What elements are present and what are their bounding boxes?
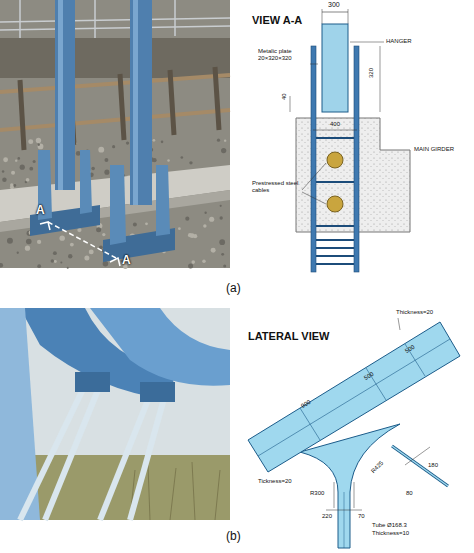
gravel-stone bbox=[188, 263, 193, 268]
dimension-label: 220 bbox=[322, 513, 332, 520]
dimension-label: 320 bbox=[368, 68, 375, 78]
gravel-stone bbox=[54, 260, 57, 263]
gravel-stone bbox=[102, 233, 105, 236]
section-mark: A bbox=[122, 254, 131, 267]
dimension-label: 40 bbox=[281, 93, 288, 100]
gravel-stone bbox=[217, 139, 220, 142]
gravel-stone bbox=[145, 222, 148, 225]
gravel-stone bbox=[161, 141, 164, 144]
gravel-stone bbox=[223, 264, 226, 267]
gravel-stone bbox=[77, 228, 81, 232]
gravel-stone bbox=[11, 171, 15, 175]
dimension-label: Tickness=20 bbox=[258, 478, 292, 485]
section-drawing bbox=[290, 9, 410, 272]
gravel-stone bbox=[224, 139, 226, 141]
gravel-stone bbox=[219, 239, 225, 245]
gravel-stone bbox=[59, 235, 64, 240]
gravel-stone bbox=[190, 233, 195, 238]
dimension-label: Thickness=10 bbox=[372, 530, 409, 537]
gravel-stone bbox=[89, 249, 94, 254]
gravel-stone bbox=[211, 248, 216, 253]
gravel-stone bbox=[209, 217, 214, 222]
gravel-stone bbox=[38, 144, 40, 146]
gravel-stone bbox=[33, 160, 36, 163]
dimension-label: (b) bbox=[226, 530, 241, 543]
dimension-label: 180 bbox=[428, 462, 438, 469]
gravel-stone bbox=[29, 167, 33, 171]
gravel-stone bbox=[84, 256, 89, 261]
dimension-label: Tube Ø168.3 bbox=[372, 522, 407, 529]
gravel-stone bbox=[96, 227, 101, 232]
gravel-stone bbox=[68, 254, 72, 258]
gravel-stone bbox=[203, 224, 206, 227]
gravel-stone bbox=[204, 212, 206, 214]
photo-b bbox=[0, 308, 230, 520]
section-mark: A bbox=[36, 204, 45, 217]
gravel-stone bbox=[37, 240, 41, 244]
gravel-stone bbox=[38, 144, 44, 150]
dimension-label: 70 bbox=[358, 513, 365, 520]
dimension-label: Prestressed steel cables bbox=[252, 180, 300, 193]
gravel-stone bbox=[2, 177, 6, 181]
gravel-stone bbox=[13, 184, 16, 187]
gravel-stone bbox=[17, 157, 20, 160]
gravel-stone bbox=[15, 159, 17, 161]
gravel-stone bbox=[133, 223, 137, 227]
gravel-stone bbox=[220, 205, 222, 207]
dimension-label: 300 bbox=[328, 1, 340, 9]
gravel-stone bbox=[221, 253, 224, 256]
dimension-label: Thickness=20 bbox=[396, 309, 433, 316]
dimension-label: MAIN GIRDER bbox=[414, 146, 454, 153]
gravel-stone bbox=[7, 238, 13, 244]
dimension-label: 80 bbox=[406, 490, 413, 497]
dimension-label: (a) bbox=[226, 282, 241, 295]
dimension-label: Metalic plate 20×320×320 bbox=[258, 48, 308, 61]
gravel-stone bbox=[126, 141, 129, 144]
gravel-stone bbox=[202, 260, 206, 264]
dimension-label: VIEW A-A bbox=[252, 14, 302, 26]
gravel-stone bbox=[36, 138, 41, 143]
gravel-stone bbox=[185, 217, 189, 221]
gravel-stone bbox=[180, 156, 183, 159]
gravel-stone bbox=[53, 251, 57, 255]
gravel-stone bbox=[104, 158, 108, 162]
dimension-label: HANGER bbox=[386, 38, 412, 45]
gravel-stone bbox=[60, 261, 62, 263]
gravel-stone bbox=[104, 170, 109, 175]
dimension-label: LATERAL VIEW bbox=[248, 330, 329, 342]
gravel-stone bbox=[0, 263, 3, 267]
gravel-stone bbox=[25, 246, 30, 251]
gravel-stone bbox=[2, 170, 4, 172]
gravel-stone bbox=[67, 267, 69, 269]
gravel-stone bbox=[178, 227, 181, 230]
gravel-stone bbox=[26, 178, 30, 182]
gravel-stone bbox=[221, 148, 226, 153]
gravel-stone bbox=[91, 167, 95, 171]
gravel-stone bbox=[167, 159, 170, 162]
photo-a bbox=[0, 0, 230, 269]
gravel-stone bbox=[70, 243, 74, 247]
gravel-stone bbox=[37, 264, 41, 268]
dimension-label: 400 bbox=[330, 121, 340, 128]
gravel-stone bbox=[28, 139, 33, 144]
gravel-stone bbox=[152, 139, 155, 142]
gravel-stone bbox=[112, 145, 115, 148]
gravel-stone bbox=[26, 239, 32, 245]
gravel-stone bbox=[191, 260, 195, 264]
dimension-label: R425 bbox=[370, 460, 385, 475]
gravel-stone bbox=[98, 147, 104, 153]
gravel-stone bbox=[76, 151, 81, 156]
lateral-drawing bbox=[248, 318, 460, 548]
dimension-label: R300 bbox=[310, 490, 324, 497]
gravel-stone bbox=[189, 161, 192, 164]
gravel-stone bbox=[17, 252, 19, 254]
gravel-stone bbox=[51, 259, 54, 262]
gravel-stone bbox=[3, 157, 8, 162]
gravel-stone bbox=[220, 216, 223, 219]
gravel-stone bbox=[20, 165, 25, 170]
gravel-stone bbox=[10, 183, 13, 186]
